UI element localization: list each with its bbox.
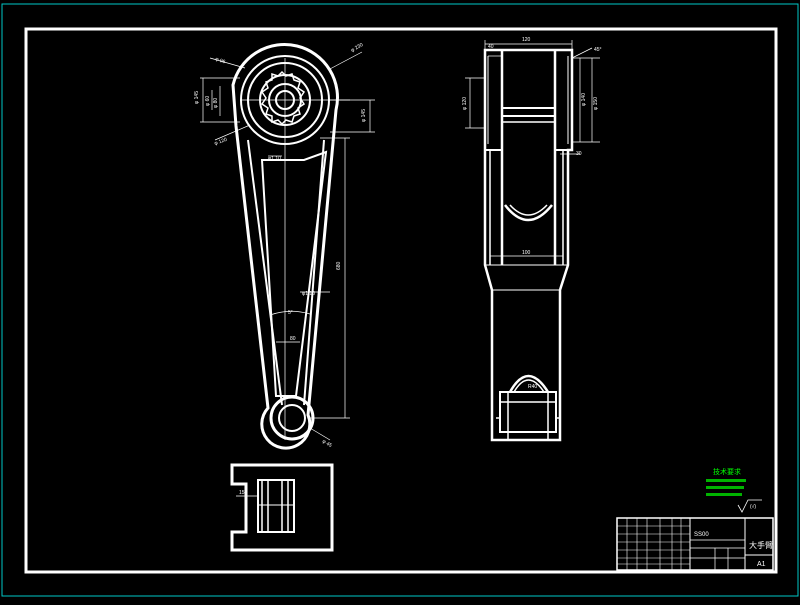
inner-border — [24, 27, 778, 574]
drawing-code: SS00 — [694, 532, 709, 538]
front-view-dim-texts: φ 230 φ 96 φ 145 φ 60 φ 80 φ 120 φ 145 φ… — [194, 42, 367, 449]
svg-text:φ1 10: φ1 10 — [302, 291, 315, 297]
title-block-texts: SS00 大手臂 A1 — [694, 532, 773, 568]
svg-text:φ 230: φ 230 — [350, 42, 364, 54]
svg-text:φ 145: φ 145 — [194, 91, 200, 104]
svg-text:φ 120: φ 120 — [462, 97, 468, 110]
svg-text:(√): (√) — [750, 503, 756, 510]
svg-text:R40: R40 — [528, 384, 537, 390]
front-view-dimensions — [200, 51, 375, 441]
svg-text:80: 80 — [290, 336, 296, 342]
side-view-dim-texts: 120 40 45° φ 120 φ 140 φ 150 100 30 R40 — [462, 37, 602, 390]
svg-text:45°: 45° — [594, 47, 602, 53]
title-block — [616, 517, 774, 571]
outer-border — [1, 3, 799, 597]
svg-text:5°: 5° — [288, 310, 293, 316]
svg-text:φ 45: φ 45 — [321, 439, 333, 449]
bottom-section-view — [230, 463, 334, 552]
surface-roughness-icon: (√) — [737, 499, 762, 513]
bottom-view-dims: 150 — [236, 490, 258, 497]
svg-text:φ 60: φ 60 — [205, 96, 211, 106]
svg-text:φ 120: φ 120 — [214, 137, 228, 147]
sheet-size: A1 — [757, 561, 766, 568]
svg-text:φ1 10: φ1 10 — [268, 156, 281, 162]
svg-text:φ 140: φ 140 — [581, 93, 587, 106]
arm-side-view — [483, 48, 574, 442]
side-view-dimensions — [465, 40, 600, 257]
svg-text:φ 150: φ 150 — [593, 97, 599, 110]
part-name: 大手臂 — [749, 540, 773, 550]
svg-text:φ 80: φ 80 — [213, 98, 219, 108]
svg-text:100: 100 — [522, 250, 531, 256]
svg-text:φ 96: φ 96 — [214, 56, 226, 65]
svg-text:40: 40 — [488, 44, 494, 50]
svg-text:680: 680 — [336, 261, 342, 270]
svg-text:150: 150 — [239, 490, 248, 496]
tech-title: 技术要求 — [713, 467, 741, 476]
svg-text:30: 30 — [576, 151, 582, 157]
tech-requirements: 技术要求 — [706, 467, 746, 496]
svg-text:φ 145: φ 145 — [361, 109, 367, 122]
svg-text:120: 120 — [522, 37, 531, 43]
